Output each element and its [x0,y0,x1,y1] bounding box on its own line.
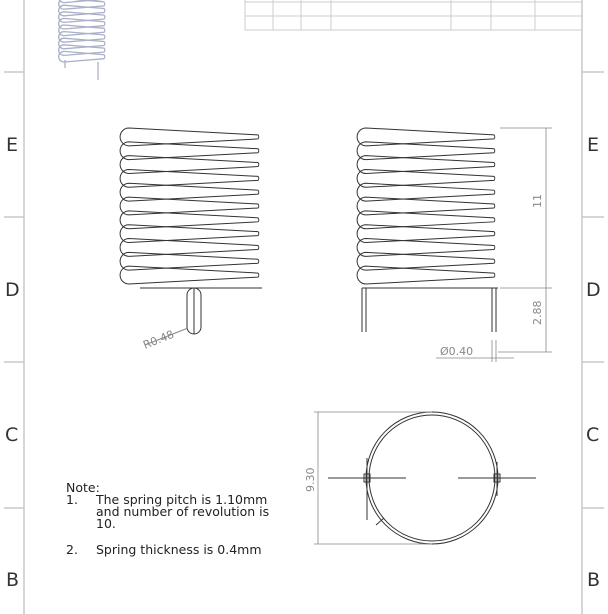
coil-turn [119,155,260,174]
coil-turn [58,0,106,10]
drawing-notes: Note: 1. The spring pitch is 1.10mm and … [66,480,276,557]
svg-text:E: E [6,134,18,156]
dim-2-88: 2.88 [531,301,544,326]
coil-turn [356,238,496,257]
diameter-dimension [314,411,432,545]
zone-labels: E D C B E D C B [5,134,601,591]
coil-turn [356,127,496,147]
sheet-frame [4,0,604,614]
coil-turn [356,224,496,244]
coil-turn [58,4,106,17]
note-item: 2. Spring thickness is 0.4mm [66,542,262,557]
svg-text:D: D [586,279,601,301]
coil-turn [58,24,106,37]
svg-text:D: D [5,279,20,301]
svg-text:B: B [587,569,600,591]
coil-turn [58,30,106,43]
coil-turn [119,265,260,285]
note-item: 1. The spring pitch is 1.10mm and number… [66,492,270,531]
coil-turn [58,50,106,63]
radius-dimension: R0.48 [141,327,189,352]
coil-turn [356,251,496,271]
height-dimension [436,127,552,362]
dim-wire-diameter: Ø0.40 [440,345,473,358]
coil-turn [356,265,496,285]
coil-turn [119,224,260,244]
coil-turn [119,127,260,147]
svg-text:C: C [586,424,599,446]
top-view-spring [328,411,536,545]
svg-text:R0.48: R0.48 [141,328,176,352]
coil-turn [356,182,496,202]
coil-turn [119,196,260,216]
svg-text:C: C [5,424,18,446]
coil-turn [58,44,106,57]
coil-turn [119,238,260,257]
front-view-spring [119,127,262,335]
coil-turn [119,168,260,188]
coil-turn [356,155,496,174]
coil-turn [356,210,496,230]
side-view-spring [356,127,498,332]
coil-turn [58,37,106,50]
coil-turn [58,11,106,24]
title-block [244,0,582,31]
coil-turn [119,182,260,202]
coil-turn [58,17,106,30]
isometric-spring-view [58,0,106,80]
note-title: Note: [66,480,100,495]
coil-turn [119,141,260,161]
coil-turn [119,251,260,271]
svg-text:B: B [6,569,19,591]
dim-9-30: 9.30 [304,468,317,493]
coil-turn [119,210,260,230]
coil-turn [356,196,496,216]
coil-turn [356,141,496,161]
coil-turn [356,168,496,188]
svg-text:E: E [587,134,599,156]
dim-11: 11 [531,194,544,208]
coil-turn [58,0,104,4]
